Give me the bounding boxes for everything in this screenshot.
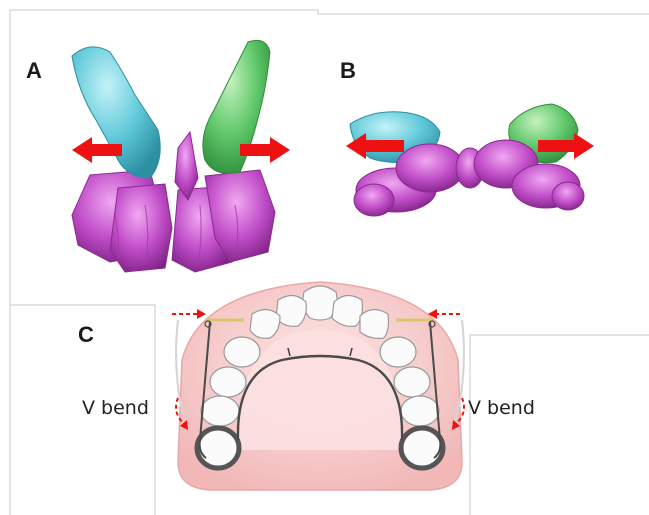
panel-label-a: A: [26, 58, 42, 84]
v-bend-label-left: V bend: [82, 397, 149, 419]
panel-b-model: [346, 104, 594, 216]
panel-label-c: C: [78, 322, 94, 348]
v-bend-label-right: V bend: [468, 397, 535, 419]
panel-c-schematic: [172, 282, 464, 490]
panel-a-model: [72, 40, 290, 272]
activation-arrow-top-left: [172, 309, 206, 319]
panel-label-b: B: [340, 58, 356, 84]
